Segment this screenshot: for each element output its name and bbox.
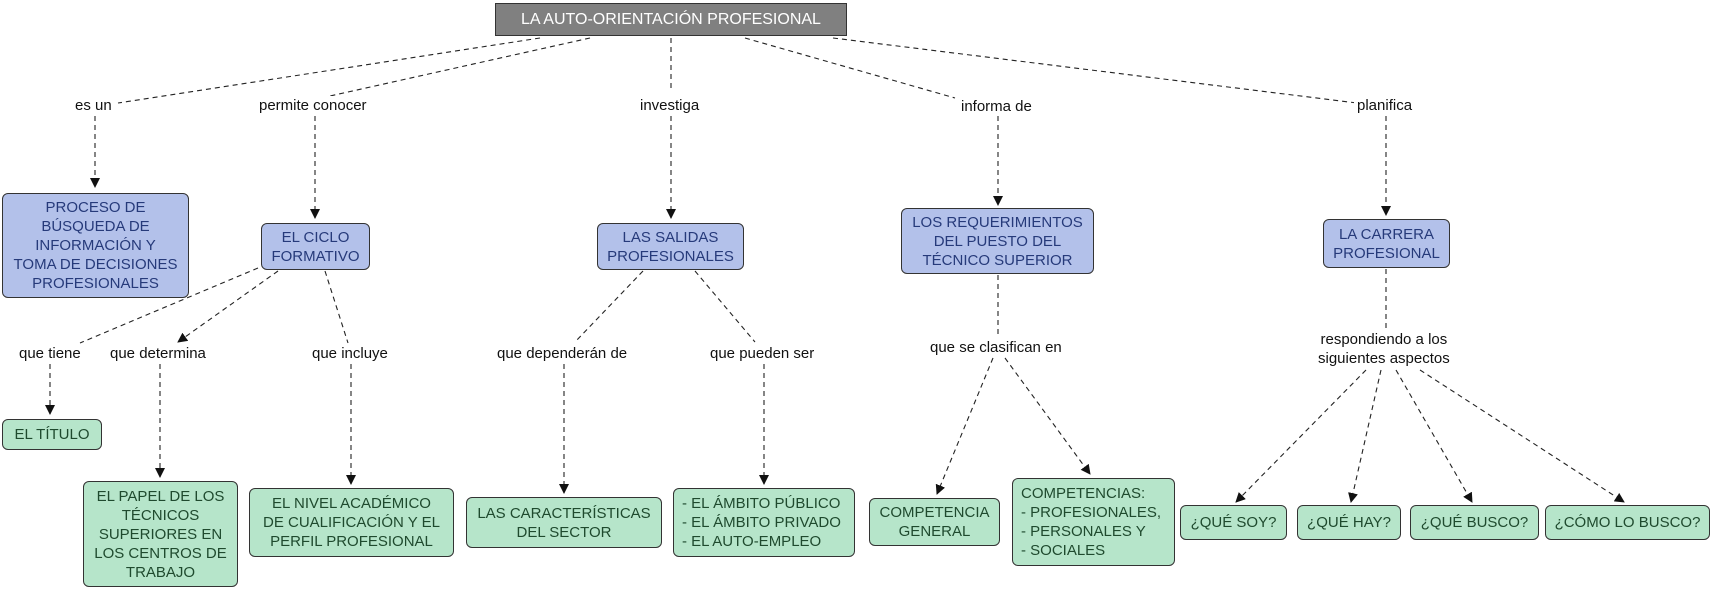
edge-salidas-pueden bbox=[694, 270, 756, 343]
concept-nivel-academico: EL NIVEL ACADÉMICO DE CUALIFICACIÓN Y EL… bbox=[249, 488, 454, 557]
edge-clasifican-competencias bbox=[1004, 357, 1091, 475]
edge-ciclo-incluye bbox=[324, 270, 349, 344]
link-que-incluye: que incluye bbox=[309, 344, 391, 363]
concept-el-papel: EL PAPEL DE LOS TÉCNICOS SUPERIORES EN L… bbox=[83, 481, 238, 587]
link-planifica: planifica bbox=[1354, 96, 1416, 115]
link-investiga: investiga bbox=[637, 96, 703, 115]
concept-el-titulo: EL TÍTULO bbox=[2, 419, 102, 450]
link-informa-de: informa de bbox=[958, 97, 1035, 116]
link-que-tiene: que tiene bbox=[16, 344, 84, 363]
edge-root-planifica bbox=[832, 37, 1358, 104]
root-concept: LA AUTO-ORIENTACIÓN PROFESIONAL bbox=[495, 3, 847, 36]
link-es-un: es un bbox=[72, 96, 115, 115]
concept-caracteristicas-sector: LAS CARACTERÍSTICAS DEL SECTOR bbox=[466, 497, 662, 548]
concept-proceso: PROCESO DE BÚSQUEDA DE INFORMACIÓN Y TOM… bbox=[2, 193, 189, 298]
edge-resp-busco bbox=[1395, 369, 1473, 503]
concept-competencias: COMPETENCIAS: - PROFESIONALES, - PERSONA… bbox=[1012, 478, 1175, 566]
edge-clasifican-general bbox=[935, 357, 994, 495]
link-que-determina: que determina bbox=[107, 344, 209, 363]
edge-salidas-dependeran bbox=[574, 270, 644, 343]
edge-ciclo-determina bbox=[177, 270, 279, 343]
concept-como-lo-busco: ¿CÓMO LO BUSCO? bbox=[1545, 505, 1710, 540]
concept-que-hay: ¿QUÉ HAY? bbox=[1297, 505, 1401, 540]
edge-resp-como bbox=[1419, 369, 1625, 503]
link-que-pueden-ser: que pueden ser bbox=[707, 344, 818, 363]
edge-root-esun bbox=[117, 37, 541, 104]
link-que-se-clasifican-en: que se clasifican en bbox=[927, 338, 1065, 357]
concept-competencia-general: COMPETENCIA GENERAL bbox=[869, 498, 1000, 546]
edge-resp-soy bbox=[1235, 369, 1367, 503]
concept-requerimientos: LOS REQUERIMIENTOS DEL PUESTO DEL TÉCNIC… bbox=[901, 208, 1094, 274]
concept-que-soy: ¿QUÉ SOY? bbox=[1180, 505, 1287, 540]
edge-root-informa bbox=[744, 37, 956, 99]
link-respondiendo: respondiendo a los siguientes aspectos bbox=[1315, 330, 1453, 368]
edge-root-permite bbox=[329, 37, 591, 97]
edge-resp-hay bbox=[1348, 369, 1382, 503]
concept-carrera-profesional: LA CARRERA PROFESIONAL bbox=[1323, 219, 1450, 268]
concept-que-busco: ¿QUÉ BUSCO? bbox=[1410, 505, 1539, 540]
concept-ambitos: - EL ÁMBITO PÚBLICO - EL ÁMBITO PRIVADO … bbox=[673, 488, 855, 557]
concept-ciclo-formativo: EL CICLO FORMATIVO bbox=[261, 223, 370, 270]
link-permite-conocer: permite conocer bbox=[256, 96, 370, 115]
link-que-dependeran-de: que dependerán de bbox=[494, 344, 631, 363]
concept-salidas-profesionales: LAS SALIDAS PROFESIONALES bbox=[597, 223, 744, 270]
